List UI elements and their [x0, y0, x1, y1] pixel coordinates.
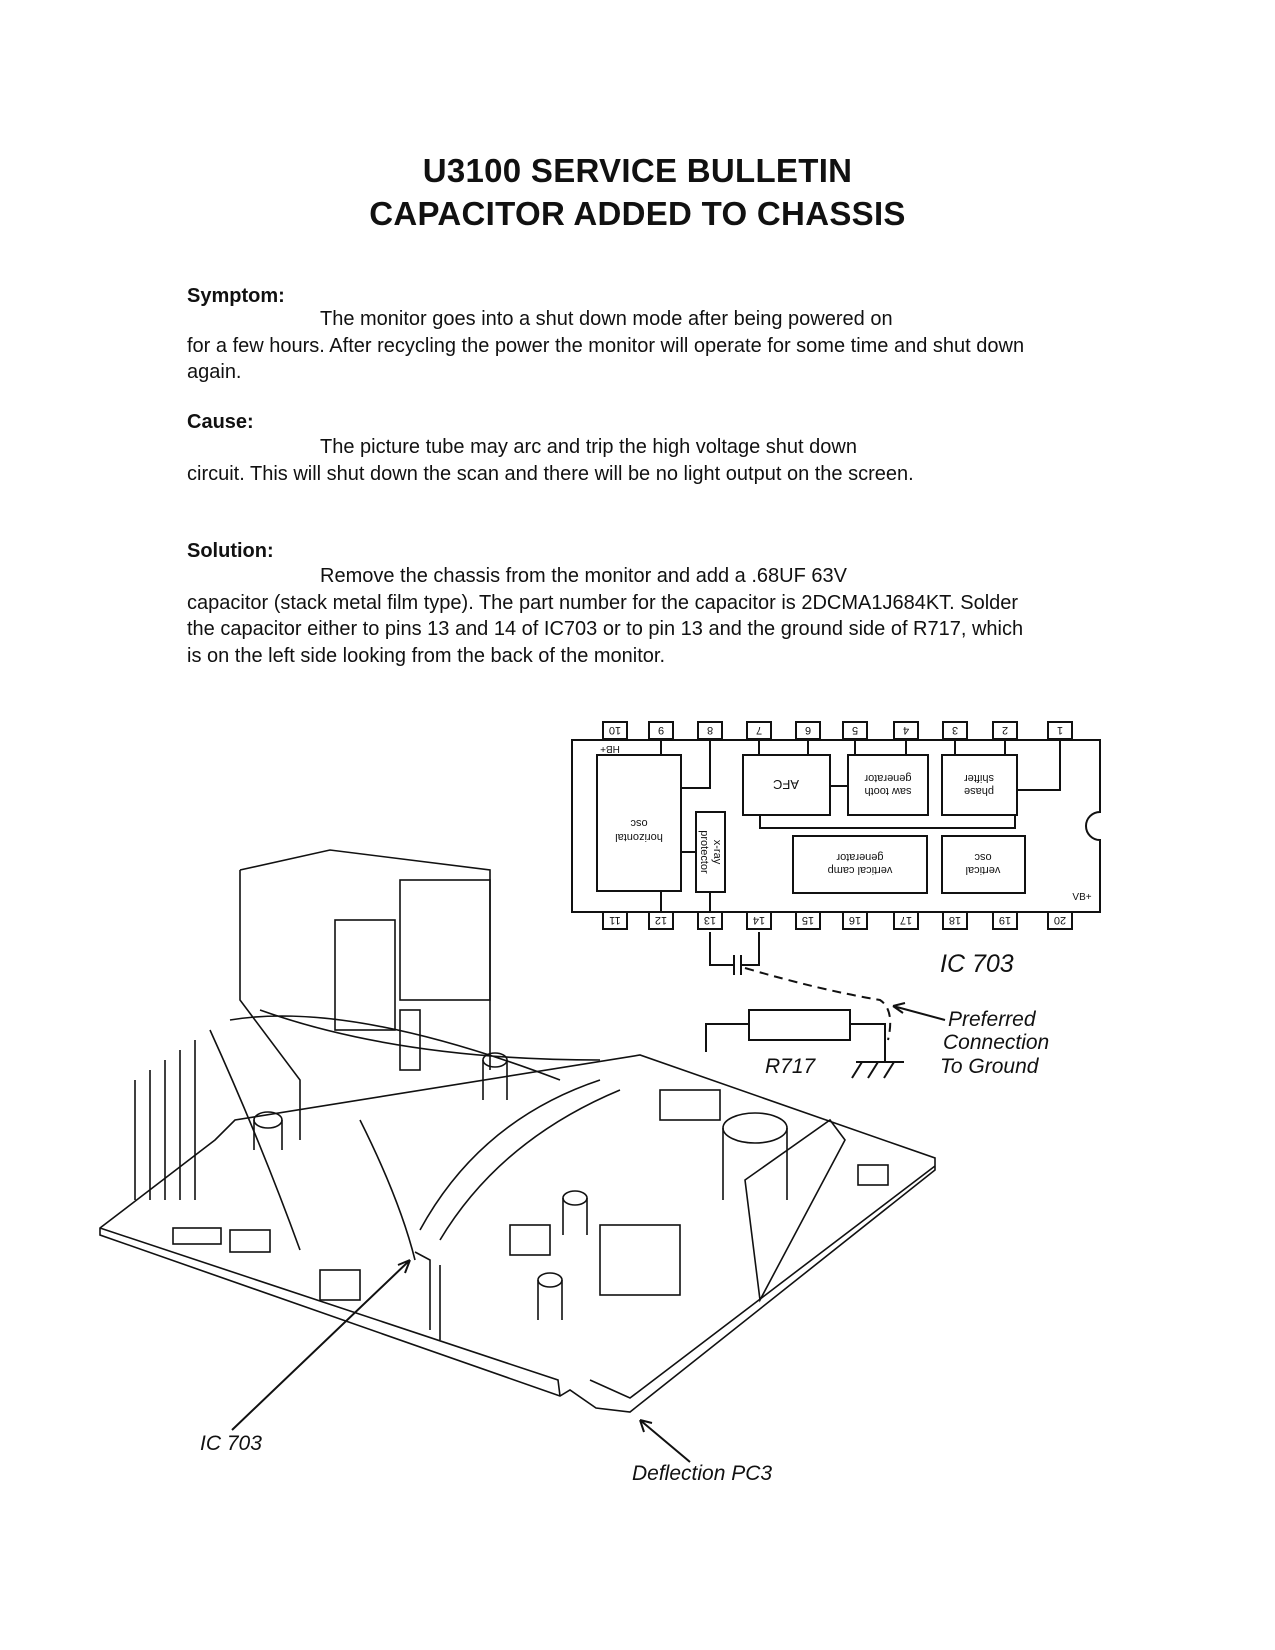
top-pin-box — [602, 721, 628, 740]
bottom-pin: 14 — [753, 914, 765, 926]
top-pin: 6 — [805, 724, 811, 736]
cause-first-line: The picture tube may arc and trip the hi… — [320, 436, 857, 458]
preferred-label-1: Preferred — [948, 1008, 1036, 1031]
top-pin-box — [942, 721, 968, 740]
saw-tooth-label-1: saw tooth — [864, 785, 911, 797]
ic-body — [571, 739, 1101, 913]
vb-label: VB+ — [1072, 892, 1091, 903]
top-pin-box — [746, 721, 772, 740]
solution-rest: capacitor (stack metal film type). The p… — [187, 591, 1024, 667]
bottom-pin: 18 — [949, 914, 961, 926]
title-line-1: U3100 SERVICE BULLETIN — [422, 152, 853, 189]
deflection-label: Deflection PC3 — [632, 1462, 773, 1485]
top-pin: 7 — [756, 724, 762, 736]
deflection-arrow — [639, 1419, 691, 1463]
symptom-first-line: The monitor goes into a shut down mode a… — [320, 308, 893, 330]
symptom-heading: Symptom: — [187, 285, 285, 307]
phase-shifter-label-2: shifter — [964, 772, 994, 784]
bottom-pin-box — [795, 911, 821, 930]
bottom-pin: 16 — [849, 914, 861, 926]
phase-shifter-label-1: phase — [964, 785, 994, 797]
bottom-pin-box — [992, 911, 1018, 930]
bottom-pin: 19 — [999, 914, 1011, 926]
bottom-pin-box — [1047, 911, 1073, 930]
cause-rest: circuit. This will shut down the scan an… — [187, 462, 914, 485]
bottom-pin: 11 — [609, 914, 620, 926]
top-pin-box — [992, 721, 1018, 740]
top-pin: 2 — [1002, 724, 1008, 736]
title-line-2: CAPACITOR ADDED TO CHASSIS — [369, 195, 906, 232]
capacitor-wiring — [709, 932, 760, 975]
cause-heading: Cause: — [187, 411, 254, 433]
preferred-dashed-connection — [744, 967, 892, 1041]
r717-resistor — [705, 1009, 886, 1062]
ic703-board-label: IC 703 — [200, 1432, 262, 1455]
top-pin: 1 — [1057, 724, 1063, 736]
bottom-pin-box — [942, 911, 968, 930]
top-pin-box — [648, 721, 674, 740]
saw-tooth-block — [847, 754, 929, 816]
top-pin: 3 — [952, 724, 958, 736]
bottom-pin: 20 — [1054, 914, 1066, 926]
bottom-pin: 13 — [704, 914, 716, 926]
xray-label-2: protector — [698, 830, 710, 874]
bottom-pin-box — [842, 911, 868, 930]
pcb-drawing — [99, 849, 936, 1413]
vertical-osc-label-1: vertical — [966, 864, 1001, 876]
top-pin-box — [893, 721, 919, 740]
top-pin-box — [842, 721, 868, 740]
bottom-pin-box — [602, 911, 628, 930]
ic-blocks — [596, 740, 1061, 912]
preferred-label-3: To Ground — [940, 1055, 1039, 1078]
ground-symbol — [851, 1061, 904, 1079]
vertical-camp-label-1: vertical camp — [828, 864, 893, 876]
preferred-arrow — [892, 1002, 946, 1021]
bottom-pin-box — [893, 911, 919, 930]
vertical-osc-label-2: osc — [974, 851, 992, 863]
top-pin-box — [1047, 721, 1073, 740]
top-pin: 4 — [903, 724, 909, 736]
vertical-camp-label-2: generator — [836, 851, 883, 863]
xray-label-1: x-ray — [711, 840, 723, 865]
bottom-pin: 15 — [802, 914, 814, 926]
vertical-camp-block — [792, 835, 928, 894]
horizontal-osc-label-1: horizontal — [615, 831, 663, 843]
top-pin-box — [795, 721, 821, 740]
top-pin: 9 — [658, 724, 664, 736]
r717-label: R717 — [765, 1055, 816, 1078]
solution-heading: Solution: — [187, 540, 274, 562]
vertical-osc-block — [941, 835, 1026, 894]
top-pin: 10 — [609, 724, 621, 736]
phase-shifter-block — [941, 754, 1018, 816]
ic-pins: 10 11 9 12 8 13 7 14 6 15 5 16 4 17 3 18 2 19 1 20 — [602, 721, 1073, 930]
symptom-rest: for a few hours. After recycling the pow… — [187, 334, 1025, 384]
top-pin: 8 — [707, 724, 713, 736]
afc-label: AFC — [773, 777, 799, 792]
preferred-label-2: Connection — [943, 1031, 1050, 1054]
top-pin: 5 — [852, 724, 858, 736]
hb-label: HB+ — [600, 743, 620, 754]
solution-text: Remove the chassis from the monitor and … — [187, 563, 1027, 669]
saw-tooth-label-2: generator — [864, 772, 911, 784]
horizontal-osc-label-2: osc — [630, 817, 648, 829]
bottom-pin: 12 — [655, 914, 667, 926]
cause-text: The picture tube may arc and trip the hi… — [187, 434, 1027, 487]
bottom-pin-box — [746, 911, 772, 930]
top-pin-box — [697, 721, 723, 740]
ic703-board-arrow — [231, 1259, 411, 1431]
bottom-pin: 17 — [900, 914, 912, 926]
ic703-diagram-label: IC 703 — [940, 950, 1014, 978]
horizontal-osc-block — [596, 754, 682, 892]
symptom-text: The monitor goes into a shut down mode a… — [187, 306, 1027, 386]
solution-first-line: Remove the chassis from the monitor and … — [320, 565, 847, 587]
